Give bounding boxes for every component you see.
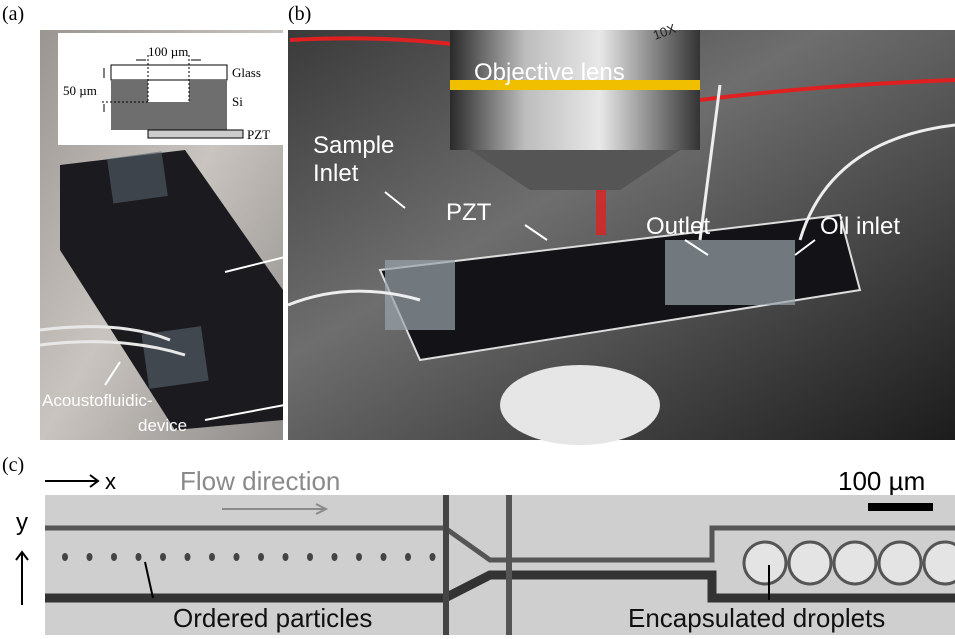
scale-bar xyxy=(868,503,933,511)
cross-section-inset: 100 µm 50 µm Glass Si PZT xyxy=(58,33,283,145)
particles-arrow xyxy=(144,561,154,599)
inset-pzt-label: PZT xyxy=(247,127,270,142)
panel-a-label: (a) xyxy=(2,3,24,25)
particle xyxy=(86,553,93,561)
particle xyxy=(160,553,166,561)
arrow xyxy=(104,361,121,386)
particle xyxy=(282,553,289,561)
particle xyxy=(135,553,142,561)
inset-si-label: Si xyxy=(232,94,243,109)
particle xyxy=(233,553,240,561)
droplet xyxy=(832,540,878,586)
inlet-label: Inlet xyxy=(313,160,359,187)
tubing xyxy=(39,325,186,357)
flow-arrow xyxy=(222,503,329,515)
droplet xyxy=(922,540,955,586)
panel-c-label: (c) xyxy=(2,454,24,476)
particle xyxy=(380,553,387,561)
pzt-label: PZT xyxy=(446,199,492,226)
outlet-block xyxy=(665,240,795,305)
encapsulated-droplets-label: Encapsulated droplets xyxy=(628,603,885,633)
particle xyxy=(62,553,68,561)
droplet xyxy=(742,540,788,586)
panel-b-label: (b) xyxy=(288,3,311,25)
particle xyxy=(356,553,362,561)
channel-top-wall xyxy=(45,525,955,563)
stage-disc xyxy=(500,365,660,445)
particle xyxy=(405,553,411,561)
tubing xyxy=(287,84,955,307)
x-axis-label: x xyxy=(105,469,116,494)
flow-direction-label: Flow direction xyxy=(180,466,340,496)
laser xyxy=(596,190,606,235)
particle xyxy=(307,553,313,561)
y-axis-label: y xyxy=(16,509,28,536)
oil-inlet-label: Oil inlet xyxy=(820,213,900,240)
junction-wall-2 xyxy=(506,495,512,635)
panel-a: (a) 100 µm 50 µm Glass Si PZT Acoustoflu… xyxy=(2,3,461,440)
label-arrows xyxy=(384,191,816,256)
particle xyxy=(331,553,338,561)
outlet-block xyxy=(141,326,209,389)
inlet-block xyxy=(107,151,168,204)
particles xyxy=(62,553,436,561)
yellow-ring xyxy=(450,80,700,90)
outlet-label: Outlet xyxy=(646,213,710,240)
inset-glass-label: Glass xyxy=(232,65,261,80)
droplet xyxy=(877,540,923,586)
lens-tip xyxy=(470,150,680,190)
particle xyxy=(111,553,117,561)
droplet xyxy=(787,540,833,586)
panel-b: (b) 10X Objective lens Sample Inlet PZT … xyxy=(287,3,955,445)
device-label-2: device xyxy=(138,416,187,435)
particle xyxy=(209,553,215,561)
channel-bottom-wall xyxy=(45,570,955,603)
particle xyxy=(429,553,436,561)
sample-label: Sample xyxy=(313,132,394,159)
droplets xyxy=(742,540,955,586)
acoustofluidic-device-photo xyxy=(60,150,283,430)
scale-bar-label: 100 µm xyxy=(838,466,925,496)
x-arrow xyxy=(45,474,100,488)
ordered-particles-label: Ordered particles xyxy=(173,603,372,633)
device-label: Acoustofluidic- xyxy=(42,391,153,410)
particle xyxy=(258,553,264,561)
junction-wall xyxy=(443,495,449,635)
inset-depth-label: 50 µm xyxy=(63,83,97,98)
inset-width-label: 100 µm xyxy=(148,44,188,59)
red-wire xyxy=(289,36,955,102)
panel-c: (c) x Flow direction 100 µm y Ordered pa… xyxy=(2,454,955,635)
objective-lens-label: Objective lens xyxy=(474,59,625,86)
particle xyxy=(184,553,191,561)
y-arrow xyxy=(15,550,29,605)
